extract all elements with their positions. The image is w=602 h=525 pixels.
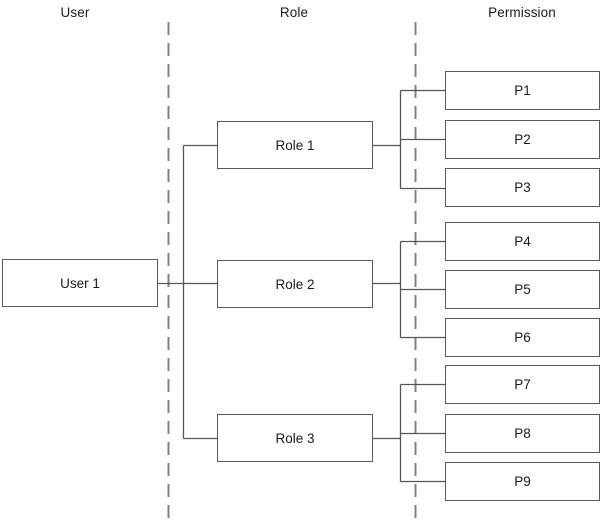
node-role-3[interactable]: Role 3: [217, 414, 373, 462]
connector-role2-to-permissions: [373, 240, 445, 339]
connector-role1-to-permissions: [373, 89, 445, 190]
node-permission-p6[interactable]: P6: [445, 318, 600, 357]
node-permission-p1[interactable]: P1: [445, 71, 600, 110]
connector-role3-to-permissions: [373, 383, 445, 483]
node-permission-p4[interactable]: P4: [445, 222, 600, 261]
node-role-1[interactable]: Role 1: [217, 121, 373, 169]
column-header-permission: Permission: [488, 5, 556, 20]
node-user-1[interactable]: User 1: [2, 259, 158, 307]
node-permission-p7[interactable]: P7: [445, 365, 600, 404]
column-header-role: Role: [279, 5, 309, 20]
connector-user1-to-roles: [158, 144, 217, 440]
node-permission-p3[interactable]: P3: [445, 168, 600, 207]
node-permission-p9[interactable]: P9: [445, 462, 600, 501]
node-permission-p8[interactable]: P8: [445, 414, 600, 453]
node-permission-p5[interactable]: P5: [445, 270, 600, 309]
column-header-user: User: [60, 5, 90, 20]
node-permission-p2[interactable]: P2: [445, 120, 600, 159]
node-role-2[interactable]: Role 2: [217, 260, 373, 308]
